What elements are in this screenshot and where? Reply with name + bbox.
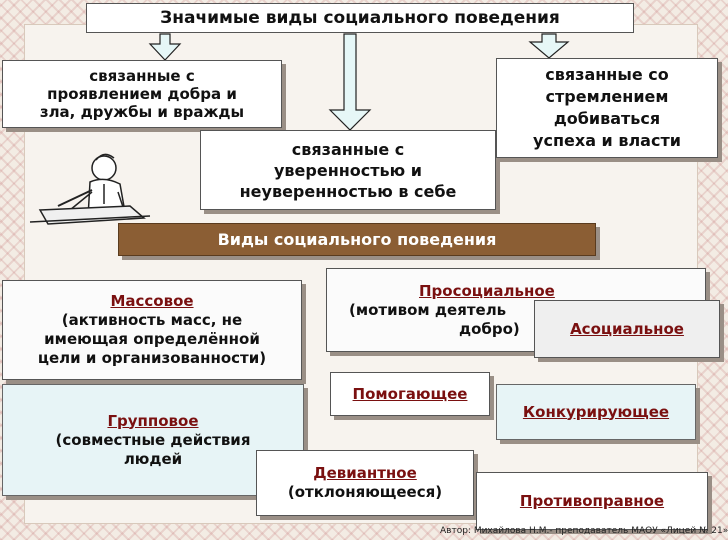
prosocial-name: Просоциальное	[419, 281, 555, 300]
page-title: Значимые виды социального поведения	[86, 3, 634, 33]
group-name: Групповое	[107, 411, 199, 430]
asocial-name: Асоциальное	[570, 319, 684, 338]
mass-desc-1: (активность масс, не	[61, 311, 243, 329]
box-confidence-line-2: уверенностью и	[273, 160, 423, 180]
box-helping: Помогающее	[330, 372, 490, 416]
prosocial-desc-2: добро)	[459, 319, 520, 338]
competing-name: Конкурирующее	[522, 402, 670, 421]
banner-text: Виды социального поведения	[217, 230, 497, 249]
helping-name: Помогающее	[352, 384, 468, 403]
deviant-desc: (отклоняющееся)	[287, 483, 443, 501]
box-asocial: Асоциальное	[534, 300, 720, 358]
deviant-name: Девиантное	[313, 464, 417, 482]
mass-name: Массовое	[110, 292, 194, 310]
prosocial-desc-1: (мотивом деятель	[349, 300, 507, 319]
box-kindness: связанные с проявлением добра и зла, дру…	[2, 60, 282, 128]
box-illegal: Противоправное	[476, 472, 708, 530]
box-kindness-line-1: связанные с	[89, 67, 195, 85]
illegal-name: Противоправное	[519, 491, 665, 510]
box-group: Групповое (совместные действия людей	[2, 384, 304, 496]
box-success-line-3: добиваться	[553, 109, 661, 128]
page-title-text: Значимые виды социального поведения	[160, 8, 560, 28]
box-deviant: Девиантное (отклоняющееся)	[256, 450, 474, 516]
author-footer: Автор: Михайлова Н.М.- преподаватель МАО…	[440, 526, 728, 536]
box-confidence-line-1: связанные с	[291, 139, 405, 159]
banner-behavior-types: Виды социального поведения	[118, 223, 596, 256]
box-success-line-2: стремлением	[545, 87, 669, 106]
box-confidence-line-3: неуверенностью в себе	[239, 181, 457, 201]
group-desc-1: (совместные действия	[55, 430, 251, 449]
box-mass: Массовое (активность масс, не имеющая оп…	[2, 280, 302, 380]
box-success-line-1: связанные со	[545, 65, 669, 84]
box-kindness-line-3: зла, дружбы и вражды	[39, 103, 245, 121]
mass-desc-2: имеющая определённой	[44, 330, 260, 348]
box-success-line-4: успеха и власти	[533, 131, 681, 150]
box-confidence: связанные с уверенностью и неуверенность…	[200, 130, 496, 210]
box-competing: Конкурирующее	[496, 384, 696, 440]
mass-desc-3: цели и организованности)	[37, 349, 267, 367]
box-kindness-line-2: проявлением добра и	[47, 85, 237, 103]
group-desc-2: людей	[123, 449, 183, 468]
box-success: связанные со стремлением добиваться успе…	[496, 58, 718, 158]
